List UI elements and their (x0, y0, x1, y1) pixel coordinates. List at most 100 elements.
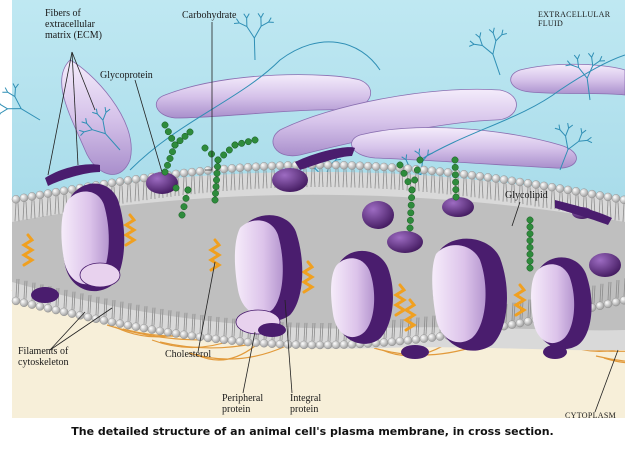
glycoprotein-head (442, 197, 474, 217)
phospholipid-head (180, 169, 188, 177)
sugar-bead (183, 195, 189, 201)
glycoprotein-head (589, 253, 621, 277)
phospholipid-head (188, 332, 196, 340)
phospholipid-head (324, 341, 332, 349)
phospholipid-head (428, 334, 436, 342)
phospholipid-head (540, 182, 548, 190)
sugar-bead (414, 167, 420, 173)
phospholipid-head (388, 338, 396, 346)
phospholipid-head (116, 320, 124, 328)
phospholipid-head (204, 334, 212, 342)
sugar-bead (182, 133, 188, 139)
phospholipid-head (12, 195, 20, 203)
label-carbohydrate: Carbohydrate (182, 10, 236, 21)
phospholipid-head (196, 167, 204, 175)
phospholipid-head (372, 163, 380, 171)
sugar-bead (407, 225, 413, 231)
phospholipid-head (508, 177, 516, 185)
phospholipid-head (172, 330, 180, 338)
sugar-bead (212, 197, 218, 203)
phospholipid-head (148, 326, 156, 334)
sugar-bead (232, 142, 238, 148)
phospholipid-head (52, 188, 60, 196)
label-filaments: Filaments of cytoskeleton (18, 346, 69, 368)
sugar-bead (409, 187, 415, 193)
sugar-bead (162, 122, 168, 128)
sugar-bead (213, 177, 219, 183)
phospholipid-head (84, 313, 92, 321)
sugar-bead (527, 244, 533, 250)
integral-protein-large (432, 239, 507, 351)
phospholipid-head (20, 194, 28, 202)
sugar-bead (252, 137, 258, 143)
phospholipid-head (252, 163, 260, 171)
phospholipid-head (500, 176, 508, 184)
left-margin (0, 0, 12, 452)
phospholipid-head (516, 178, 524, 186)
label-extracellular-fluid: EXTRACELLULAR FLUID (538, 10, 610, 28)
phospholipid-head (220, 336, 228, 344)
sugar-bead (177, 137, 183, 143)
phospholipid-head (396, 337, 404, 345)
sugar-bead (408, 194, 414, 200)
sugar-bead (202, 145, 208, 151)
label-integral-protein: Integral protein (290, 393, 321, 415)
phospholipid-head (332, 161, 340, 169)
phospholipid-head (404, 336, 412, 344)
phospholipid-head (348, 162, 356, 170)
phospholipid-head (108, 179, 116, 187)
phospholipid-head (460, 170, 468, 178)
sugar-bead (527, 265, 533, 271)
sugar-bead (173, 185, 179, 191)
sugar-bead (527, 251, 533, 257)
phospholipid-head (212, 335, 220, 343)
sugar-bead (162, 169, 168, 175)
glycoprotein-head (362, 201, 394, 229)
phospholipid-head (204, 166, 212, 174)
phospholipid-head (12, 297, 20, 305)
phospholipid-head (492, 175, 500, 183)
phospholipid-head (468, 171, 476, 179)
sugar-bead (452, 157, 458, 163)
phospholipid-head (436, 168, 444, 176)
sugar-bead (527, 217, 533, 223)
glycoprotein-head (272, 168, 308, 192)
phospholipid-head (596, 302, 604, 310)
sugar-bead (167, 155, 173, 161)
sugar-bead (527, 231, 533, 237)
sugar-bead (527, 258, 533, 264)
sugar-bead (527, 237, 533, 243)
sugar-bead (165, 128, 171, 134)
phospholipid-head (68, 310, 76, 318)
phospholipid-head (332, 341, 340, 349)
phospholipid-head (548, 183, 556, 191)
sugar-bead (408, 202, 414, 208)
phospholipid-head (524, 179, 532, 187)
phospholipid-head (604, 193, 612, 201)
phospholipid-head (340, 341, 348, 349)
phospholipid-head (28, 192, 36, 200)
phospholipid-head (596, 192, 604, 200)
label-glycolipid: Glycolipid (505, 190, 548, 201)
phospholipid-head (228, 337, 236, 345)
glycoprotein-head (387, 231, 423, 253)
phospholipid-head (532, 181, 540, 189)
phospholipid-head (484, 173, 492, 181)
phospholipid-head (44, 190, 52, 198)
frond-branch (419, 149, 420, 154)
label-glycoprotein: Glycoprotein (100, 70, 153, 81)
phospholipid-head (412, 335, 420, 343)
sugar-bead (172, 142, 178, 148)
integral-protein-center (235, 215, 302, 321)
phospholipid-head (476, 172, 484, 180)
phospholipid-head (420, 166, 428, 174)
frond-branch (15, 88, 16, 96)
phospholipid-head (588, 190, 596, 198)
phospholipid-head (340, 161, 348, 169)
phospholipid-head (140, 324, 148, 332)
integral-protein-channel (331, 251, 393, 344)
sugar-bead (405, 178, 411, 184)
frond-branch (254, 38, 255, 60)
sugar-bead (245, 138, 251, 144)
